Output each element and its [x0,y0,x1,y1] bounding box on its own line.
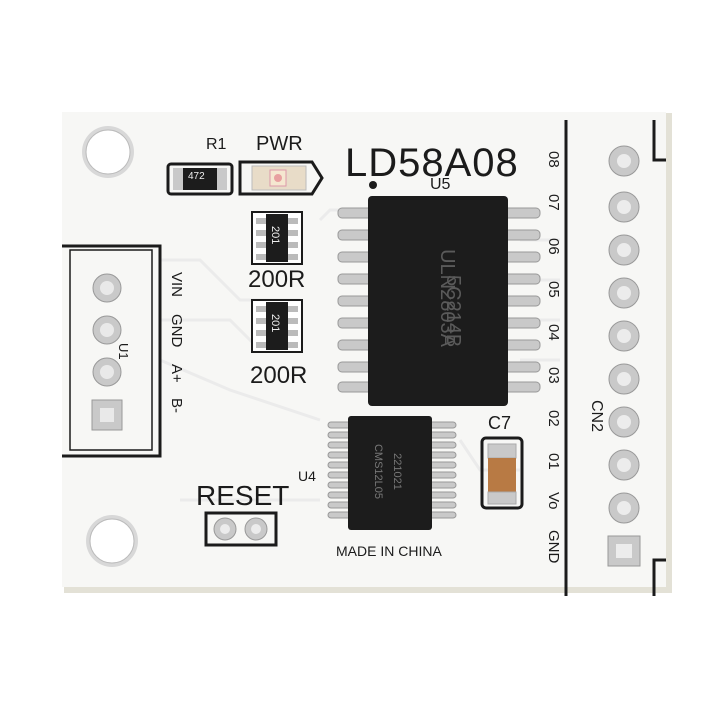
r1-resistor [183,168,217,190]
output-pin-label-06: 06 [545,238,562,255]
cn2-label: CN2 [588,400,605,433]
input-pin-label-a-plus: A+ [168,364,185,383]
output-pin-label-07: 07 [545,194,562,211]
resistor-network-bottom [251,299,303,353]
c7-label: C7 [488,413,512,433]
u5-pin1-dot [369,181,377,189]
pwr-label: PWR [256,133,303,155]
input-pin-label-vin: VIN [168,272,185,298]
made-in-label: MADE IN CHINA [336,543,442,559]
model-number: LD58A08 [345,141,519,185]
output-header-pads [607,145,641,567]
output-pin-label-04: 04 [545,324,562,341]
resistor-net-code-top: 201 [269,226,281,245]
u5-label: U5 [430,176,451,193]
output-pin-label-vo: Vo [545,492,562,510]
r1-value: 472 [188,171,205,182]
u1-label: U1 [116,343,131,360]
u4-chip-marking-1: CMS12L05 [372,443,385,500]
u4-chip-marking-2: 221021 [390,453,403,490]
output-pin-label-03: 03 [545,367,562,384]
r1-label: R1 [206,136,227,153]
input-pin-label-b-minus: B- [168,398,185,413]
u4-label: U4 [298,468,316,484]
reset-label: RESET [196,480,290,511]
output-pin-label-01: 01 [545,453,562,470]
r1-outline [166,162,234,196]
output-pin-label-02: 02 [545,410,562,427]
input-connector-pads [91,273,123,431]
input-connector-outline [69,249,153,451]
u5-chip-marking-2: 5C214B [442,275,464,348]
resistor-net-code-bottom: 201 [269,314,281,333]
output-pin-label-05: 05 [545,281,562,298]
resistor-value-bottom: 200R [250,362,308,389]
output-pin-label-gnd: GND [545,530,562,564]
pwr-led-outline [238,160,324,196]
input-pin-label-gnd: GND [168,314,185,348]
resistor-network-top [251,211,303,265]
u4-chip [327,416,457,530]
c7-capacitor [480,436,524,510]
resistor-value-top: 200R [248,266,306,293]
u5-chip [337,196,541,406]
reset-header [204,511,278,547]
output-pin-label-08: 08 [545,151,562,168]
